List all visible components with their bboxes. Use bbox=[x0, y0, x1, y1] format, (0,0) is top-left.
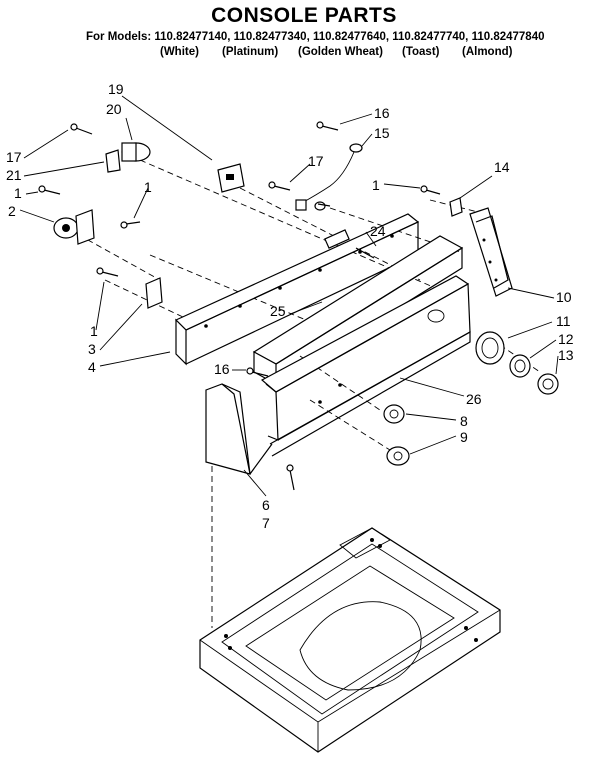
bracket-19 bbox=[217, 163, 245, 193]
console-panel bbox=[260, 275, 471, 457]
callout-20: 20 bbox=[106, 101, 122, 117]
switch-20 bbox=[105, 142, 151, 173]
callout-16b: 16 bbox=[214, 361, 230, 377]
callout-3: 3 bbox=[88, 341, 96, 357]
knob-assembly bbox=[475, 331, 559, 395]
callout-15: 15 bbox=[374, 125, 390, 141]
wire-harness-15 bbox=[295, 143, 363, 211]
end-cap-left bbox=[205, 383, 273, 475]
callout-21: 21 bbox=[6, 167, 22, 183]
callout-17b: 17 bbox=[6, 149, 22, 165]
end-cap-right bbox=[469, 207, 513, 297]
callout-9: 9 bbox=[460, 429, 468, 445]
callout-4: 4 bbox=[88, 359, 96, 375]
color-white: (White) bbox=[160, 46, 199, 58]
callout-16: 16 bbox=[374, 105, 390, 121]
switch-2 bbox=[53, 209, 95, 245]
cabinet-top bbox=[199, 527, 501, 753]
color-toast: (Toast) bbox=[402, 46, 440, 58]
callout-1: 1 bbox=[372, 177, 380, 193]
callout-26: 26 bbox=[466, 391, 482, 407]
color-platinum: (Platinum) bbox=[222, 46, 279, 58]
callout-7: 7 bbox=[262, 515, 270, 531]
knob-9 bbox=[386, 446, 410, 466]
clip-14 bbox=[449, 197, 463, 217]
leader-lines bbox=[19, 95, 559, 497]
knob-8 bbox=[383, 404, 405, 424]
callout-17: 17 bbox=[308, 153, 324, 169]
callout-2: 2 bbox=[8, 203, 16, 219]
screw-24 bbox=[355, 247, 375, 259]
color-golden-wheat: (Golden Wheat) bbox=[298, 46, 383, 58]
console-mounting-channel bbox=[174, 213, 420, 366]
diagram-title: CONSOLE PARTS bbox=[211, 4, 397, 27]
callout-19: 19 bbox=[108, 81, 124, 97]
callout-1b: 1 bbox=[14, 185, 22, 201]
callout-1c: 1 bbox=[144, 179, 152, 195]
callout-13: 13 bbox=[558, 347, 574, 363]
callout-11: 11 bbox=[556, 313, 571, 329]
callout-6: 6 bbox=[262, 497, 270, 513]
callout-10: 10 bbox=[556, 289, 572, 305]
color-almond: (Almond) bbox=[462, 46, 513, 58]
callout-24: 24 bbox=[370, 223, 386, 239]
callout-25: 25 bbox=[270, 303, 286, 319]
callout-1d: 1 bbox=[90, 323, 98, 339]
callout-12: 12 bbox=[558, 331, 574, 347]
model-numbers: For Models: 110.82477140, 110.82477340, … bbox=[86, 31, 545, 43]
callout-8: 8 bbox=[460, 413, 468, 429]
callout-14: 14 bbox=[494, 159, 510, 175]
callout-labels: 19 20 16 15 17 14 1 17 21 1 2 1 24 10 25… bbox=[6, 81, 574, 531]
clip-3 bbox=[145, 277, 163, 309]
screws bbox=[38, 121, 441, 491]
